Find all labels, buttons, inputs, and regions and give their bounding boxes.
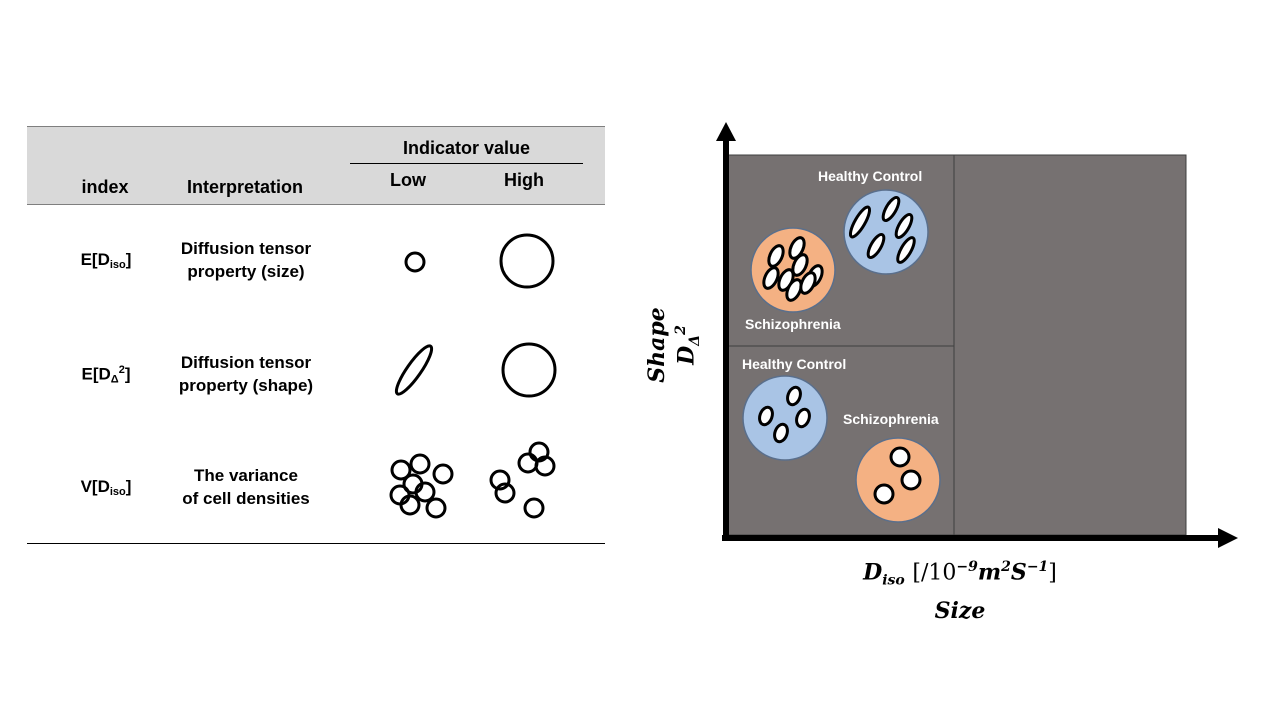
x-axis-symbol: Diso [/10−9m2S−1] [863, 559, 1057, 589]
y-axis-symbol: DΔ2 [673, 325, 703, 365]
index-e-ddelta2: E[DΔ2] [81, 364, 131, 386]
low-column-header: Low [390, 170, 426, 190]
y-axis-title: Shape [644, 307, 671, 383]
dense-cell-cluster-icon [389, 453, 454, 519]
interpretation-size: Diffusion tensor property (size) [180, 239, 312, 281]
lower-healthy-control-group [742, 375, 828, 461]
interpretation-shape: Diffusion tensor property (shape) [178, 353, 314, 395]
large-circle-icon [499, 233, 555, 289]
high-column-header: High [504, 170, 544, 190]
x-axis-label: Diso [/10−9m2S−1] Size [820, 552, 1100, 626]
x-axis-arrowhead [1218, 528, 1238, 548]
lower-schizophrenia-group [855, 437, 941, 523]
round-circle-icon [501, 342, 557, 398]
upper-healthy-control-label: Healthy Control [818, 168, 923, 184]
upper-schizophrenia-label: Schizophrenia [745, 316, 841, 332]
lower-healthy-control-label: Healthy Control [742, 356, 847, 372]
y-axis-arrowhead [716, 122, 736, 141]
elongated-ellipse-icon [394, 344, 434, 396]
small-circle-icon [404, 251, 426, 273]
upper-healthy-control-group [843, 189, 929, 275]
interpretation-variance: The variance of cell densities [182, 466, 310, 508]
table-bottom-rule [27, 543, 605, 544]
upper-schizophrenia-group [750, 227, 836, 313]
table-header-band [27, 126, 605, 205]
index-column-header: index [81, 177, 129, 197]
index-v-diso: V[Diso] [80, 477, 132, 498]
indicator-value-header: Indicator value [402, 138, 531, 158]
sparse-cell-cluster-icon [489, 441, 556, 519]
diagram-panel [727, 154, 1187, 536]
interpretation-column-header: Interpretation [186, 177, 303, 197]
x-axis-title: Size [934, 597, 986, 624]
index-e-diso: E[Diso] [80, 250, 132, 271]
indicator-subheader-rule [350, 163, 583, 164]
lower-schizophrenia-label: Schizophrenia [843, 411, 939, 427]
